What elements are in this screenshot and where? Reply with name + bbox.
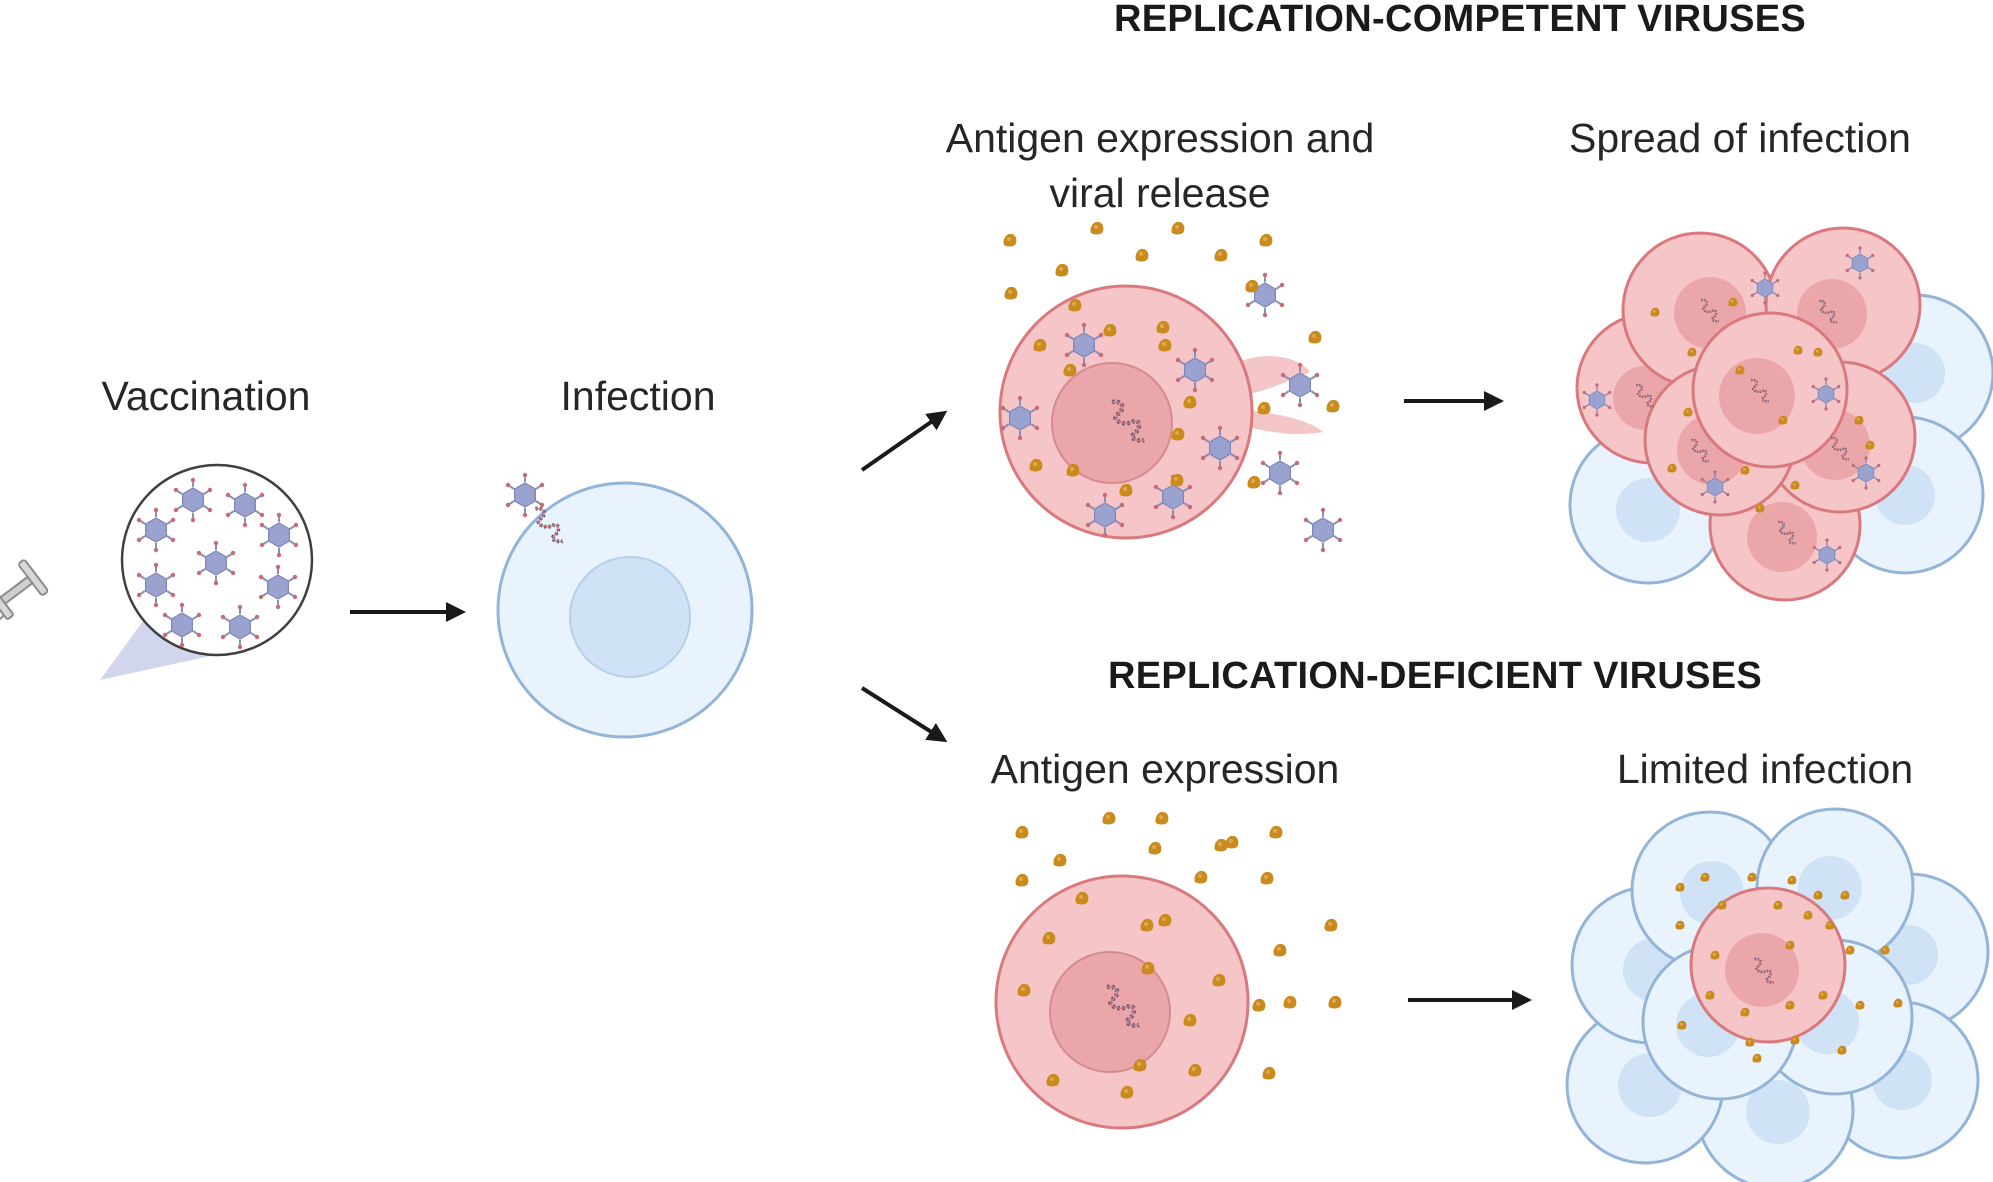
spread-cell-cluster xyxy=(1568,226,1993,602)
heading-replication-competent: REPLICATION-COMPETENT VIRUSES xyxy=(1113,0,1807,40)
vaccine-magnifier xyxy=(120,463,314,657)
infected-cell-releasing xyxy=(998,221,1344,554)
limited-cell-cluster xyxy=(1565,807,1990,1182)
label-antigen-expression: Antigen expression xyxy=(990,746,1340,792)
arrow-icon xyxy=(860,686,948,743)
label-infection: Infection xyxy=(560,373,716,419)
label-antigen-release-line1: Antigen expression and xyxy=(945,115,1375,161)
heading-replication-deficient: REPLICATION-DEFICIENT VIRUSES xyxy=(1107,655,1763,697)
label-vaccination: Vaccination xyxy=(101,373,311,419)
label-spread-of-infection: Spread of infection xyxy=(1569,115,1911,161)
arrow-icon xyxy=(860,410,948,472)
label-antigen-release-line2: viral release xyxy=(1049,170,1271,216)
healthy-cell xyxy=(496,471,754,739)
infected-cell-antigen-only xyxy=(994,811,1342,1130)
syringe-icon xyxy=(0,559,49,676)
label-limited-infection: Limited infection xyxy=(1616,746,1914,792)
